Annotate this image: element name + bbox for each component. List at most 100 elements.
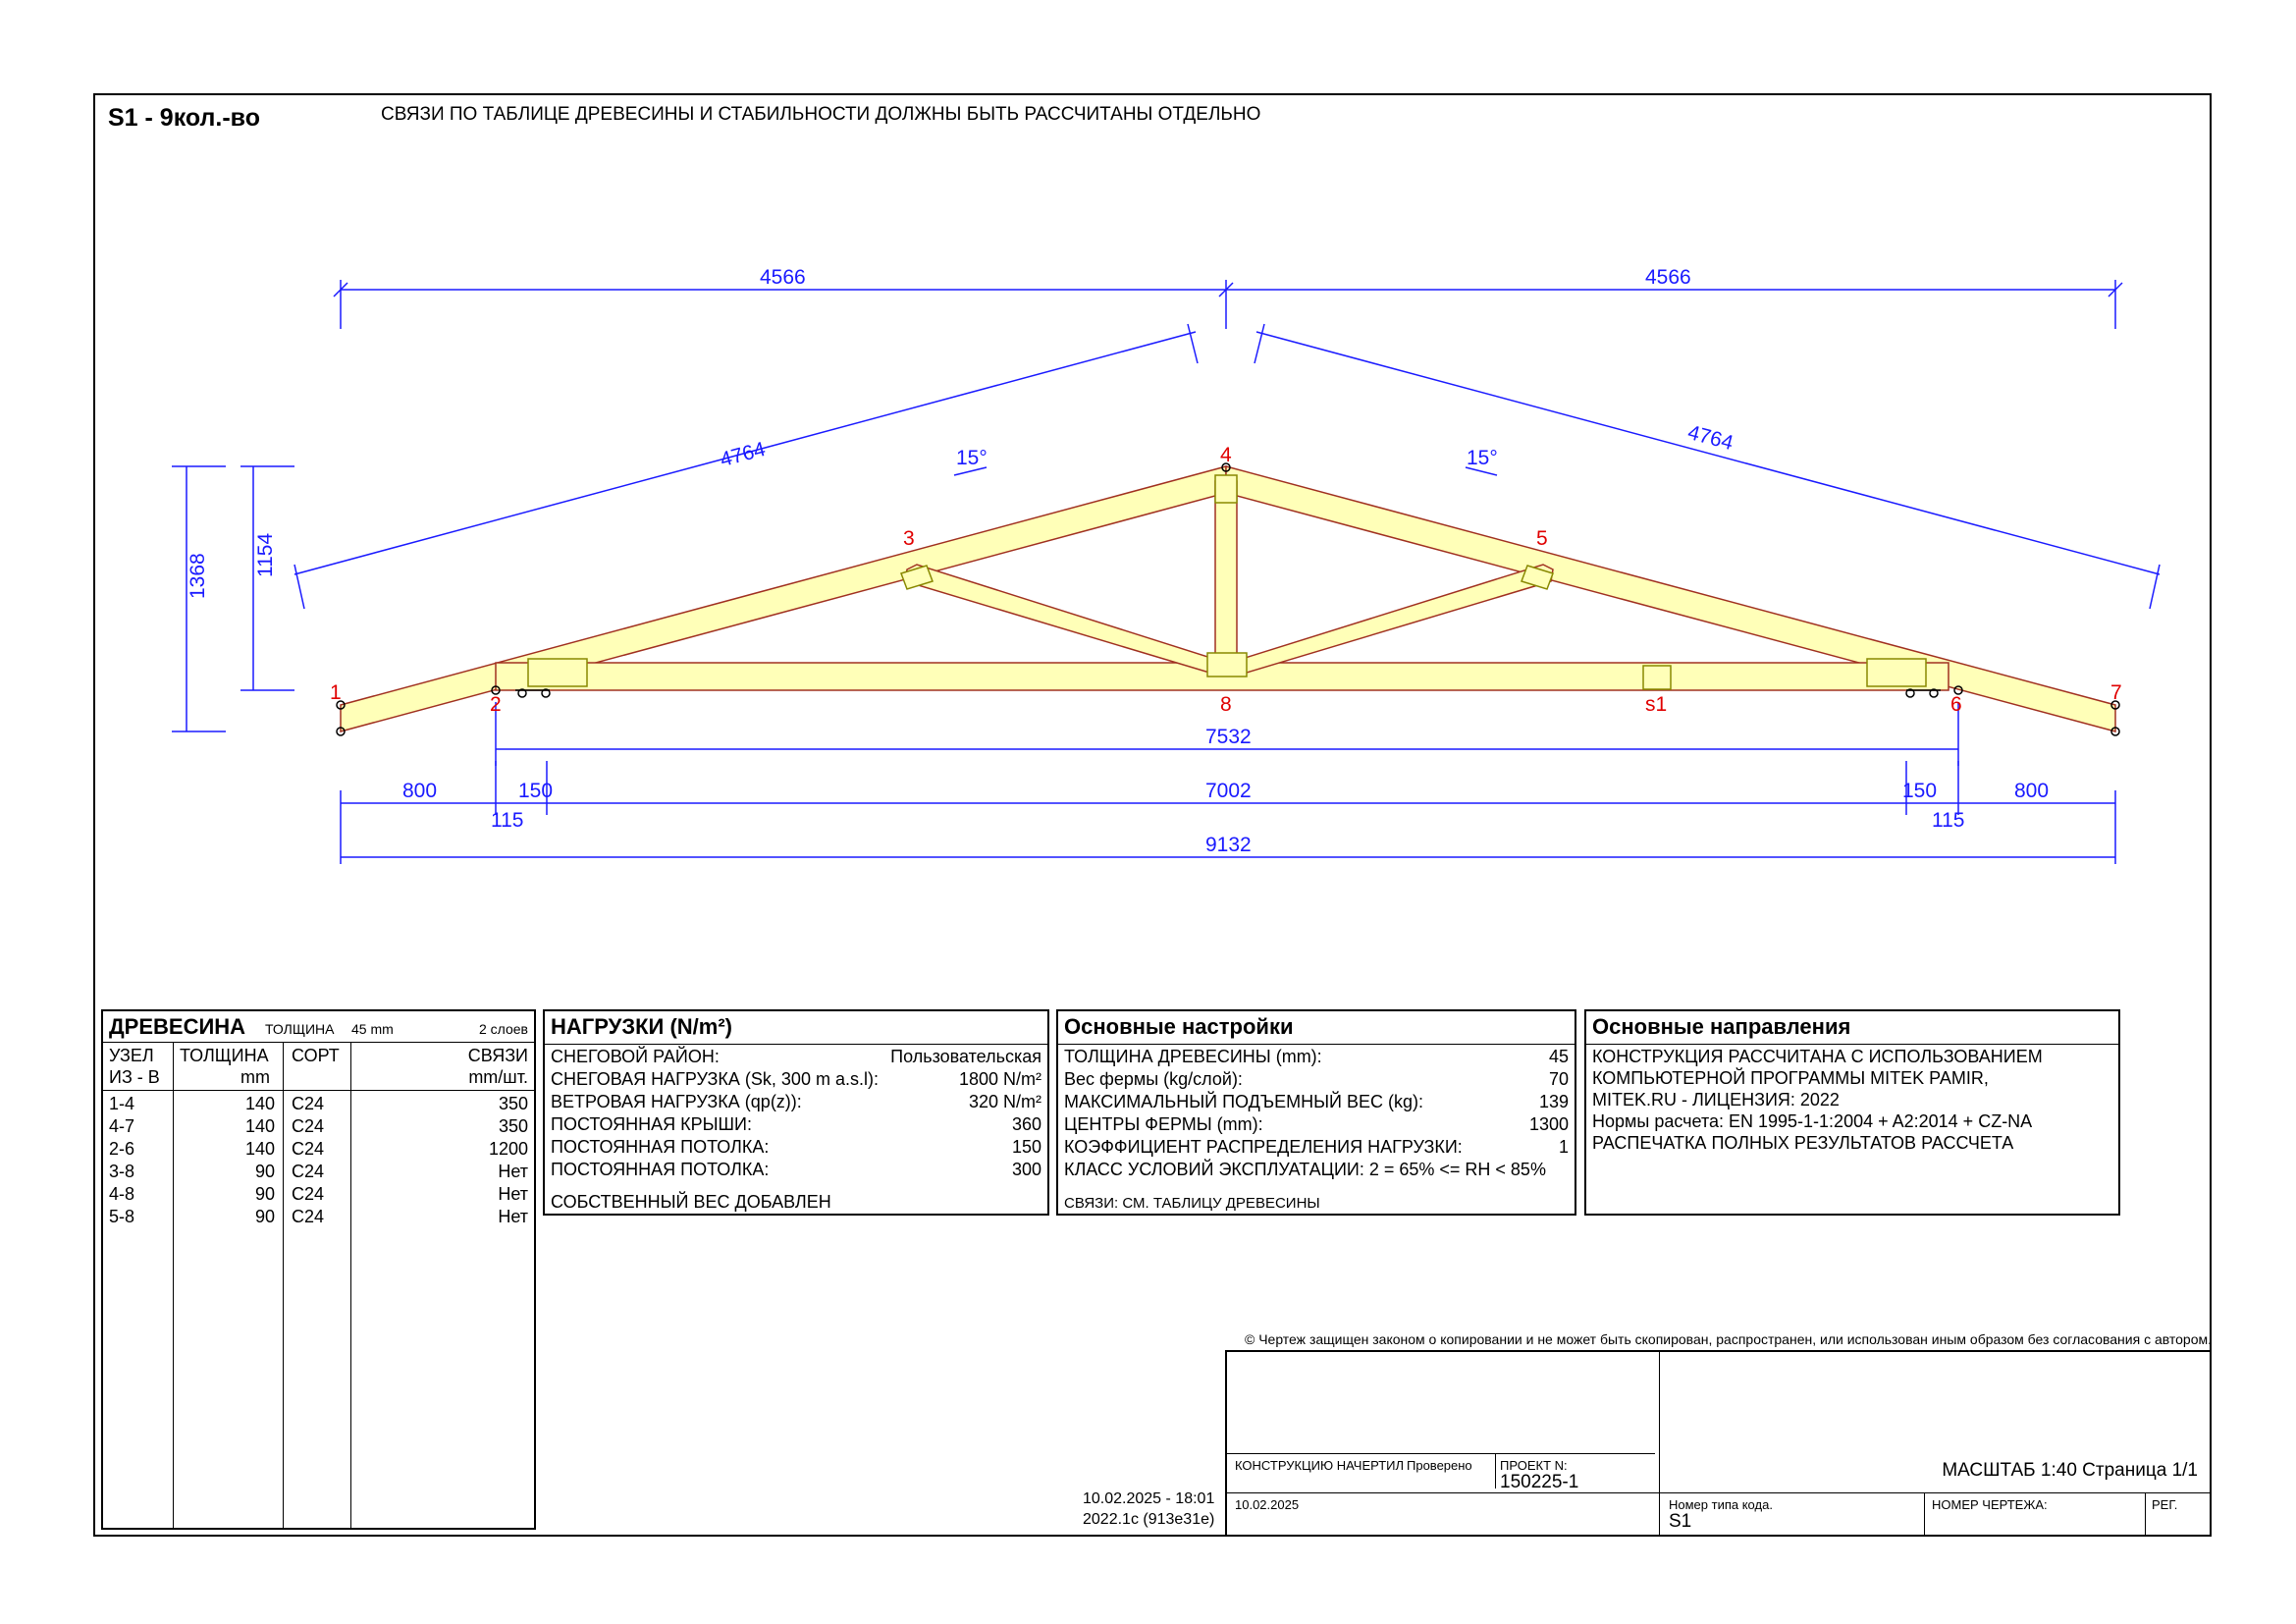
dim-top-right: 4566	[1645, 266, 1691, 289]
timber-row-grade: C24	[292, 1139, 325, 1159]
node-label-6: 6	[1950, 693, 1962, 716]
dim-left-115: 115	[491, 809, 523, 832]
timber-title: ДРЕВЕСИНА	[109, 1014, 246, 1039]
loads-row: ПОСТОЯННАЯ КРЫШИ:360	[551, 1114, 1041, 1137]
loads-row: СНЕГОВАЯ НАГРУЗКА (Sk, 300 m a.s.l):1800…	[551, 1069, 1041, 1092]
header-note: СВЯЗИ ПО ТАБЛИЦЕ ДРЕВЕСИНЫ И СТАБИЛЬНОСТ…	[381, 104, 1261, 125]
timber-layers: 2 слоев	[478, 1021, 528, 1037]
settings-row-label: ЦЕНТРЫ ФЕРМЫ (mm):	[1064, 1114, 1263, 1134]
plate-apex	[1214, 474, 1238, 504]
timber-row-thick: 90	[254, 1162, 275, 1181]
loads-row-value: 300	[1011, 1160, 1041, 1179]
settings-row: ЦЕНТРЫ ФЕРМЫ (mm): 1300	[1064, 1114, 1569, 1137]
timber-thickness-label: ТОЛЩИНА	[265, 1021, 335, 1037]
directions-line: КОНСТРУКЦИЯ РАССЧИТАНА С ИСПОЛЬЗОВАНИЕМ	[1592, 1047, 2043, 1066]
node-label-s1: s1	[1645, 693, 1667, 716]
timber-row-grade: C24	[292, 1184, 325, 1204]
dim-left-overhang: 800	[402, 780, 437, 802]
node-labels: 1 2 3 4 5 6 7 8 s1	[330, 444, 2122, 716]
web-right	[1237, 564, 1554, 674]
tb-drawing-no-label: НОМЕР ЧЕРТЕЖА:	[1932, 1497, 2048, 1512]
directions-panel: Основные направления КОНСТРУКЦИЯ РАССЧИТ…	[1584, 1009, 2120, 1216]
settings-footer: СВЯЗИ: СМ. ТАБЛИЦУ ДРЕВЕСИНЫ	[1064, 1195, 1320, 1212]
loads-row: ПОСТОЯННАЯ ПОТОЛКА:300	[551, 1160, 1041, 1182]
timber-row-grade: C24	[292, 1162, 325, 1181]
loads-row-label: ВЕТРОВАЯ НАГРУЗКА (qp(z)):	[551, 1092, 802, 1111]
dim-angle-right: 15°	[1467, 447, 1498, 469]
loads-row: ПОСТОЯННАЯ ПОТОЛКА: 150	[551, 1137, 1041, 1160]
settings-row: КЛАСС УСЛОВИЙ ЭКСПЛУАТАЦИИ: 2 = 65% <= R…	[1064, 1160, 1569, 1182]
node-label-1: 1	[330, 681, 342, 704]
dim-span-supports: 7532	[1205, 726, 1252, 748]
dim-rafter-left: 4764	[718, 438, 768, 471]
timber-row-ties: Нет	[498, 1162, 528, 1181]
tb-project-value: 150225-1	[1500, 1472, 1579, 1492]
node-label-7: 7	[2110, 681, 2122, 704]
connector-plates	[527, 474, 1927, 690]
settings-row: МАКСИМАЛЬНЫЙ ПОДЪЕМНЫЙ ВЕС (kg): 139	[1064, 1092, 1569, 1114]
settings-row-label: КОЭФФИЦИЕНТ РАСПРЕДЕЛЕНИЯ НАГРУЗКИ:	[1064, 1137, 1463, 1157]
directions-line: КОМПЬЮТЕРНОЙ ПРОГРАММЫ MITEK PAMIR,	[1592, 1068, 1989, 1088]
support-right-pin	[1905, 688, 1915, 698]
node-label-8: 8	[1220, 693, 1232, 716]
directions-line: Нормы расчета: EN 1995-1-1:2004 + A2:201…	[1592, 1111, 2033, 1131]
plate-right-heel	[1866, 658, 1927, 687]
timber-row-node: 3-8	[109, 1162, 135, 1181]
settings-title: Основные настройки	[1064, 1014, 1294, 1039]
timber-row-ties: 1200	[488, 1139, 528, 1159]
dim-angle-left: 15°	[956, 447, 988, 469]
web-left	[904, 564, 1219, 674]
support-right-roller	[1929, 688, 1939, 698]
dimension-text: 4566 4566 4764 4764 15° 15° 1368 1154 75…	[187, 266, 2049, 856]
loads-row-value: 150	[1011, 1137, 1041, 1157]
timber-row-thick: 140	[244, 1094, 275, 1113]
col-ties-1: СВЯЗИ	[467, 1046, 528, 1065]
title-block: КОНСТРУКЦИЮ НАЧЕРТИЛ Проверено ПРОЕКТ N:…	[1225, 1350, 2212, 1537]
col-thick-2: mm	[240, 1067, 270, 1087]
plate-node-8	[1206, 652, 1248, 677]
node-marker-1b	[336, 727, 346, 736]
settings-row-value: 139	[1538, 1092, 1569, 1111]
timber-row-node: 4-7	[109, 1116, 135, 1136]
timber-row-grade: C24	[292, 1207, 325, 1226]
timber-row-node: 1-4	[109, 1094, 135, 1113]
dim-total: 9132	[1205, 834, 1252, 856]
dim-height-outer: 1368	[187, 553, 209, 599]
dim-left-150: 150	[518, 780, 553, 802]
directions-title: Основные направления	[1592, 1014, 1851, 1039]
dimension-lines	[172, 280, 2161, 864]
tb-timestamp: 10.02.2025 - 18:01	[1083, 1490, 1215, 1507]
directions-line: MITEK.RU - ЛИЦЕНЗИЯ: 2022	[1592, 1090, 1840, 1110]
settings-row-value: 1300	[1528, 1114, 1569, 1134]
settings-row-label: МАКСИМАЛЬНЫЙ ПОДЪЕМНЫЙ ВЕС (kg):	[1064, 1092, 1423, 1111]
node-marker-4	[1221, 462, 1231, 472]
loads-row-label: ПОСТОЯННАЯ ПОТОЛКА:	[551, 1137, 770, 1157]
settings-row-label: КЛАСС УСЛОВИЙ ЭКСПЛУАТАЦИИ: 2 = 65% <= R…	[1064, 1160, 1546, 1179]
node-marker-2	[491, 685, 501, 695]
node-marker-1	[336, 700, 346, 710]
col-node-1: УЗЕЛ	[109, 1046, 154, 1065]
plate-node-5	[1521, 565, 1554, 590]
timber-row-node: 4-8	[109, 1184, 135, 1204]
col-node-2: ИЗ - В	[109, 1067, 160, 1087]
col-ties-2: mm/шт.	[468, 1067, 528, 1087]
dim-right-150: 150	[1902, 780, 1937, 802]
tb-version: 2022.1c (913e31e)	[1083, 1511, 1215, 1528]
node-label-5: 5	[1536, 527, 1548, 550]
loads-row-label: СНЕГОВАЯ НАГРУЗКА (Sk, 300 m a.s.l):	[551, 1069, 879, 1089]
loads-footer: СОБСТВЕННЫЙ ВЕС ДОБАВЛЕН	[551, 1192, 831, 1212]
loads-panel: НАГРУЗКИ (N/m²) СНЕГОВОЙ РАЙОН:Пользоват…	[543, 1009, 1049, 1216]
tb-scale: МАСШТАБ 1:40 Страница 1/1	[1942, 1460, 2198, 1481]
timber-row-thick: 140	[244, 1139, 275, 1159]
truss-title: S1 - 9кол.-во	[108, 104, 260, 132]
node-label-2: 2	[490, 693, 502, 716]
loads-title: НАГРУЗКИ (N/m²)	[551, 1014, 732, 1039]
settings-row-value: 45	[1548, 1047, 1569, 1066]
support-left-roller	[541, 688, 551, 698]
settings-row-label: Вес фермы (kg/слой):	[1064, 1069, 1243, 1089]
node-marker-6	[1953, 685, 1963, 695]
timber-row-thick: 90	[254, 1184, 275, 1204]
timber-thickness-value: 45 mm	[351, 1021, 394, 1037]
settings-row: КОЭФФИЦИЕНТ РАСПРЕДЕЛЕНИЯ НАГРУЗКИ:1	[1064, 1137, 1569, 1160]
supports	[336, 462, 2120, 736]
